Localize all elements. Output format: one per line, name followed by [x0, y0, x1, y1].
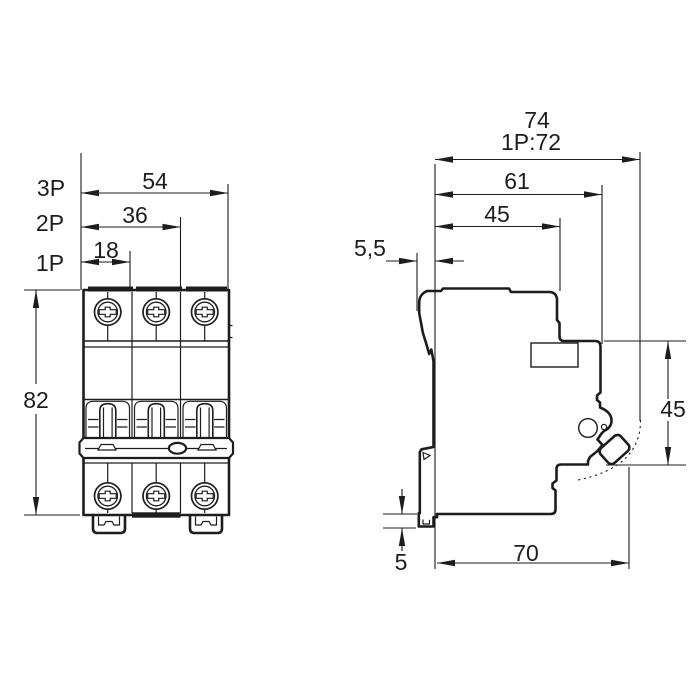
terminal-slot-tab — [136, 286, 182, 292]
bottom-rail-bar — [132, 512, 181, 518]
dim-label-depth-handle-face: 61 — [504, 168, 530, 194]
screw-terminal — [93, 297, 122, 327]
dim-label-depth-recess: 45 — [484, 201, 510, 227]
screw-terminal — [190, 481, 219, 511]
din-clip-tab — [188, 515, 224, 535]
dim-label-base-depth: 70 — [513, 540, 539, 566]
faceplate-latch-tab — [96, 443, 118, 451]
dim-label-width-2p: 36 — [122, 202, 148, 228]
dim-label-width-1p: 18 — [93, 237, 119, 263]
pole-count-label-2p: 2P — [36, 210, 64, 236]
dim-label-width-3p: 54 — [142, 168, 168, 194]
dim-label-depth-overall-1p: 1P:72 — [501, 129, 561, 155]
front-view-dimensions: 3P 2P 1P 54 36 18 82 — [23, 153, 229, 516]
toggle-handle-side-rect — [598, 433, 631, 466]
side-view-breaker: 74 1P:72 61 45 5,5 45 70 5 — [354, 107, 686, 575]
toggle-swing-arc — [577, 419, 642, 481]
clip-foot-slot — [422, 519, 431, 525]
pole-count-label-1p: 1P — [36, 250, 64, 276]
dim-label-depth-overall: 74 — [524, 107, 550, 133]
front-view-body — [78, 286, 235, 535]
dim-label-clip-extension: 5 — [395, 549, 408, 575]
dim-label-rail-offset: 5,5 — [354, 235, 386, 261]
din-rail-hook-and-clip — [417, 289, 435, 515]
marking-label-area — [530, 342, 579, 368]
terminal-slot-tab — [186, 286, 227, 292]
side-view-dimensions: 74 1P:72 61 45 5,5 45 70 5 — [354, 107, 686, 575]
front-view-3-pole-breaker: 3P 2P 1P 54 36 18 82 — [23, 153, 235, 535]
handle-pivot-hole — [578, 418, 599, 439]
toggle-handle-pole — [133, 400, 179, 439]
toggle-handle-pole — [182, 400, 228, 439]
pole-count-label-3p: 3P — [37, 175, 65, 201]
clip-release-foot — [417, 511, 439, 528]
screw-terminal — [93, 481, 122, 511]
screw-terminal — [190, 297, 219, 327]
terminal-slot-tab — [88, 286, 133, 292]
din-clip-tab — [91, 515, 127, 535]
dim-label-height: 82 — [23, 387, 49, 413]
side-edge-tick — [229, 324, 233, 339]
side-view-body — [417, 287, 642, 528]
screw-terminal — [142, 297, 171, 327]
dim-label-front-face-height: 45 — [660, 396, 686, 422]
clip-spring-mark — [422, 451, 432, 461]
toggle-handle-side — [598, 433, 631, 466]
screw-terminal — [142, 481, 171, 511]
faceplate-rivet — [167, 441, 188, 455]
faceplate-latch-tab — [196, 443, 218, 451]
toggle-handle-pole — [85, 400, 131, 439]
handle-pivot-pin — [600, 423, 608, 431]
housing-profile — [425, 287, 613, 516]
